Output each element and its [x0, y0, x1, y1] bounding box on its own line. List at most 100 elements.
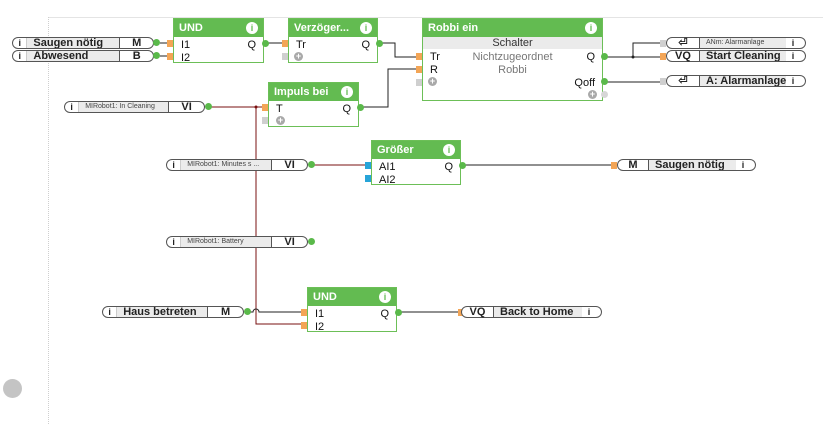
output-pin[interactable]	[357, 104, 364, 111]
info-icon[interactable]: i	[587, 307, 591, 317]
output-anm-alarmanlage[interactable]: ⏎ ANm: Alarmanlage i	[666, 37, 806, 49]
port-t: T	[276, 103, 283, 115]
input-pin[interactable]	[416, 66, 422, 73]
input-pin[interactable]	[282, 40, 288, 47]
output-pin[interactable]	[601, 53, 608, 60]
info-icon[interactable]: i	[379, 291, 391, 303]
output-pin[interactable]	[153, 39, 160, 46]
output-pin[interactable]	[262, 40, 269, 47]
input-pin[interactable]	[301, 322, 307, 329]
info-icon[interactable]: i	[443, 144, 455, 156]
output-back-to-home[interactable]: VQ Back to Home i	[461, 306, 602, 318]
info-icon[interactable]: i	[172, 237, 175, 247]
info-icon[interactable]: i	[246, 22, 258, 34]
output-label: A: Alarmanlage	[700, 76, 786, 86]
output-type: VQ	[667, 51, 700, 62]
port-q: Q	[247, 39, 256, 51]
block-title: Größer	[377, 144, 414, 156]
input-in-cleaning[interactable]: i MIRobot1: In Cleaning VI	[64, 101, 205, 113]
info-icon[interactable]: i	[172, 160, 175, 170]
info-icon[interactable]: i	[360, 22, 372, 34]
output-start-cleaning[interactable]: VQ Start Cleaning i	[666, 50, 806, 62]
input-pin[interactable]	[282, 53, 288, 60]
input-pin[interactable]	[167, 53, 173, 60]
block-verzoegerung[interactable]: Verzöger...i Tr Q +	[288, 18, 378, 63]
input-pin[interactable]	[660, 53, 666, 60]
output-label: Start Cleaning	[700, 51, 786, 61]
input-pin[interactable]	[262, 117, 268, 124]
block-title: Robbi ein	[428, 22, 479, 34]
output-pin[interactable]	[244, 308, 251, 315]
block-title: Verzöger...	[294, 22, 350, 34]
block-line2: Nichtzugeordnet	[472, 51, 553, 63]
input-pin[interactable]	[660, 40, 666, 47]
output-pin[interactable]	[601, 78, 608, 85]
info-icon[interactable]: i	[791, 76, 795, 86]
add-input-icon[interactable]: +	[276, 115, 285, 125]
input-type: M	[207, 307, 243, 318]
info-icon[interactable]: i	[791, 51, 795, 61]
add-input-icon[interactable]: +	[294, 51, 303, 61]
info-icon[interactable]: i	[585, 22, 597, 34]
add-output-icon[interactable]: +	[588, 89, 597, 99]
port-tr: Tr	[296, 39, 306, 51]
input-pin[interactable]	[416, 79, 422, 86]
output-pin[interactable]	[308, 238, 315, 245]
output-saugen-noetig[interactable]: M Saugen nötig i	[617, 159, 756, 171]
input-type: VI	[271, 160, 307, 171]
output-pin[interactable]	[601, 91, 608, 98]
output-pin[interactable]	[376, 40, 383, 47]
input-pin[interactable]	[660, 78, 666, 85]
info-icon[interactable]: i	[18, 51, 21, 61]
scroll-handle[interactable]	[3, 379, 22, 398]
output-pin[interactable]	[205, 103, 212, 110]
info-icon[interactable]: i	[741, 160, 745, 170]
input-abwesend[interactable]: i Abwesend B	[12, 50, 154, 62]
input-pin[interactable]	[301, 309, 307, 316]
input-pin[interactable]	[416, 53, 422, 60]
info-icon[interactable]: i	[70, 102, 73, 112]
output-a-alarmanlage[interactable]: ⏎ A: Alarmanlage i	[666, 75, 806, 87]
port-ai2: AI2	[379, 174, 396, 186]
port-q: Q	[342, 103, 351, 115]
port-tr: Tr	[430, 51, 440, 63]
output-pin[interactable]	[308, 161, 315, 168]
info-icon[interactable]: i	[791, 38, 795, 48]
wire-impuls-robbi	[361, 68, 418, 108]
output-label: ANm: Alarmanlage	[700, 38, 786, 48]
output-pin[interactable]	[153, 52, 160, 59]
info-icon[interactable]: i	[108, 307, 111, 317]
info-icon[interactable]: i	[18, 38, 21, 48]
add-input-icon[interactable]: +	[428, 76, 437, 86]
input-label: Abwesend	[26, 51, 120, 61]
input-pin[interactable]	[365, 175, 371, 182]
wire-robbi-anm	[632, 42, 660, 57]
block-header: Verzöger... i	[289, 19, 377, 37]
info-icon[interactable]: i	[341, 86, 353, 98]
input-label: MIRobot1: Minutes s ...	[180, 160, 272, 170]
input-saugen-noetig[interactable]: i Saugen nötig M	[12, 37, 154, 49]
block-subtitle: Schalter	[423, 37, 602, 49]
input-minutes[interactable]: i MIRobot1: Minutes s ... VI	[166, 159, 308, 171]
input-pin[interactable]	[262, 104, 268, 111]
input-haus-betreten[interactable]: i Haus betreten M	[102, 306, 244, 318]
input-battery[interactable]: i MIRobot1: Battery VI	[166, 236, 308, 248]
input-pin[interactable]	[365, 162, 371, 169]
input-pin[interactable]	[611, 162, 617, 169]
input-label: Saugen nötig	[26, 38, 120, 48]
input-pin[interactable]	[167, 40, 173, 47]
input-label: MIRobot1: In Cleaning	[78, 102, 169, 112]
port-q: Q	[586, 51, 595, 63]
output-pin[interactable]	[459, 162, 466, 169]
output-type: VQ	[462, 307, 494, 318]
input-label: MIRobot1: Battery	[180, 237, 272, 247]
block-line3: Robbi	[498, 64, 527, 76]
output-pin[interactable]	[395, 309, 402, 316]
